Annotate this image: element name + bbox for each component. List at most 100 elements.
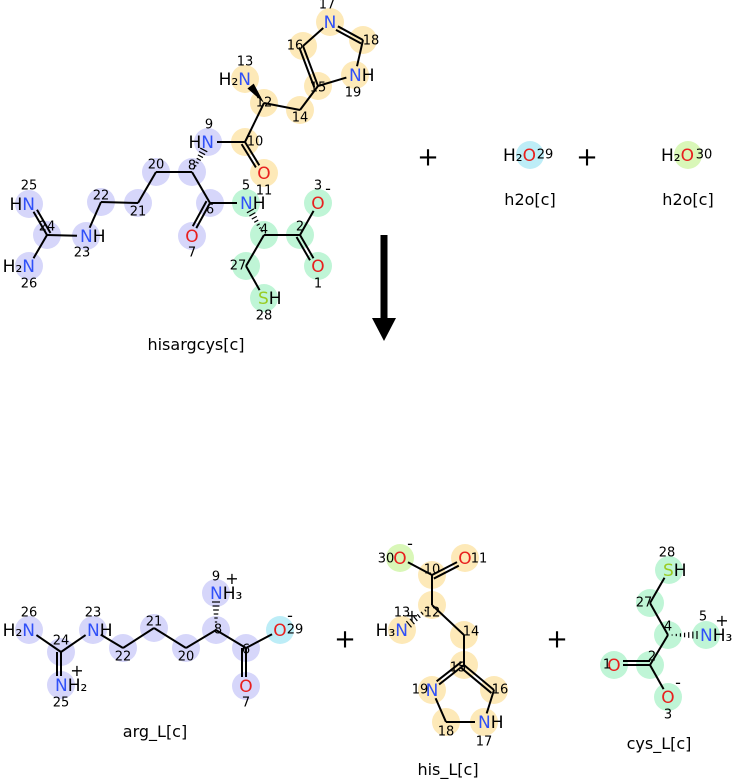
charge-sign: + <box>715 611 728 630</box>
atom-highlight <box>79 616 107 644</box>
atom-number: 24 <box>39 220 56 235</box>
atom-number: 16 <box>492 683 509 698</box>
bond-hash <box>192 168 195 170</box>
atom-highlight <box>250 159 278 187</box>
plus-sign: + <box>576 143 598 173</box>
charge-sign: - <box>325 179 331 198</box>
atom-highlight <box>15 190 43 218</box>
plus-sign: + <box>417 143 439 173</box>
atom-number: 17 <box>319 0 336 13</box>
bonds-layer <box>15 8 720 736</box>
atom-label: O <box>185 227 198 247</box>
atom-highlight <box>674 141 702 169</box>
atom-number: 3 <box>314 179 322 194</box>
atom-highlight <box>655 556 683 584</box>
atom-label: O <box>311 194 324 214</box>
atom-label: H₂O <box>503 146 536 166</box>
atom-highlight <box>15 616 43 644</box>
bond <box>46 234 78 237</box>
atom-number: 10 <box>424 563 441 578</box>
bond <box>407 561 433 576</box>
atom-number: 25 <box>53 696 70 711</box>
bond <box>649 602 669 636</box>
bond <box>299 210 315 236</box>
atom-label: O <box>393 549 406 569</box>
atom-label: NH <box>240 194 266 214</box>
atom-number: 12 <box>256 96 273 111</box>
bond <box>431 561 458 576</box>
bond-hash <box>198 150 206 156</box>
bond <box>244 102 265 143</box>
atom-number: 19 <box>412 683 429 698</box>
charge-sign: - <box>287 606 293 625</box>
atom-label: SH <box>663 561 687 581</box>
bond <box>35 634 62 653</box>
atom-number: 10 <box>247 135 264 150</box>
atom-number: 11 <box>256 184 273 199</box>
bond <box>153 627 187 649</box>
atom-number: 7 <box>242 696 250 711</box>
atom-highlight <box>388 616 416 644</box>
atom-number: 13 <box>237 55 254 70</box>
bond-double <box>433 564 460 580</box>
atom-highlight <box>341 61 369 89</box>
atom-number: 28 <box>659 546 676 561</box>
atom-number: 5 <box>699 610 707 625</box>
bond <box>356 39 364 67</box>
bond-double <box>298 47 316 88</box>
atom-label: NH₃ <box>210 584 242 604</box>
atom-label: O <box>311 257 324 277</box>
atom-highlight <box>47 671 75 699</box>
bond-double <box>436 661 463 683</box>
charge-sign: + <box>70 661 83 680</box>
bond <box>185 629 217 649</box>
atom-highlight <box>304 252 332 280</box>
atom-label: SH <box>258 289 282 309</box>
atom-highlight <box>516 141 544 169</box>
atom-highlight <box>600 651 628 679</box>
bond-hash <box>194 164 197 167</box>
reaction-arrow-head-icon <box>372 318 396 341</box>
molecule-name-cys: cys_L[c] <box>627 734 692 754</box>
bond <box>215 629 247 649</box>
atom-number: 22 <box>115 650 132 665</box>
bond-wedge <box>247 83 264 103</box>
atom-label: O <box>607 656 620 676</box>
atom-number: 23 <box>74 246 91 261</box>
bond-hash <box>197 154 204 159</box>
atom-highlight <box>250 284 278 312</box>
atom-label: H₃N <box>376 621 408 641</box>
charge-sign: + <box>225 569 238 588</box>
atom-label: O <box>239 677 252 697</box>
atom-number: 6 <box>242 643 250 658</box>
molecule-name-h2o: h2o[c] <box>504 190 555 209</box>
atom-number: 30 <box>378 552 395 567</box>
atom-number: 14 <box>463 625 480 640</box>
bond-hash <box>409 618 415 625</box>
atom-number: 2 <box>296 220 304 235</box>
atom-highlight <box>692 621 720 649</box>
bond-double <box>460 667 493 694</box>
bond-hash <box>249 212 256 217</box>
bond-hash <box>258 227 262 230</box>
atom-label: H₂N <box>219 70 251 90</box>
bond <box>245 265 261 291</box>
bond-hash <box>420 611 424 615</box>
atom-number: 8 <box>188 159 196 174</box>
atom-label: N <box>324 13 337 33</box>
charge-sign: + <box>405 606 418 625</box>
atom-highlight <box>15 252 43 280</box>
atom-label: NH <box>87 621 113 641</box>
charge-sign: - <box>675 673 681 692</box>
atom-number: 4 <box>664 620 672 635</box>
atom-label: HN <box>188 133 214 153</box>
bond-hash <box>427 606 430 609</box>
atom-label: NH₃ <box>700 626 732 646</box>
atom-number: 2 <box>648 650 656 665</box>
atom-number: 15 <box>310 81 327 96</box>
atom-number: 27 <box>230 259 247 274</box>
bond <box>649 634 669 666</box>
